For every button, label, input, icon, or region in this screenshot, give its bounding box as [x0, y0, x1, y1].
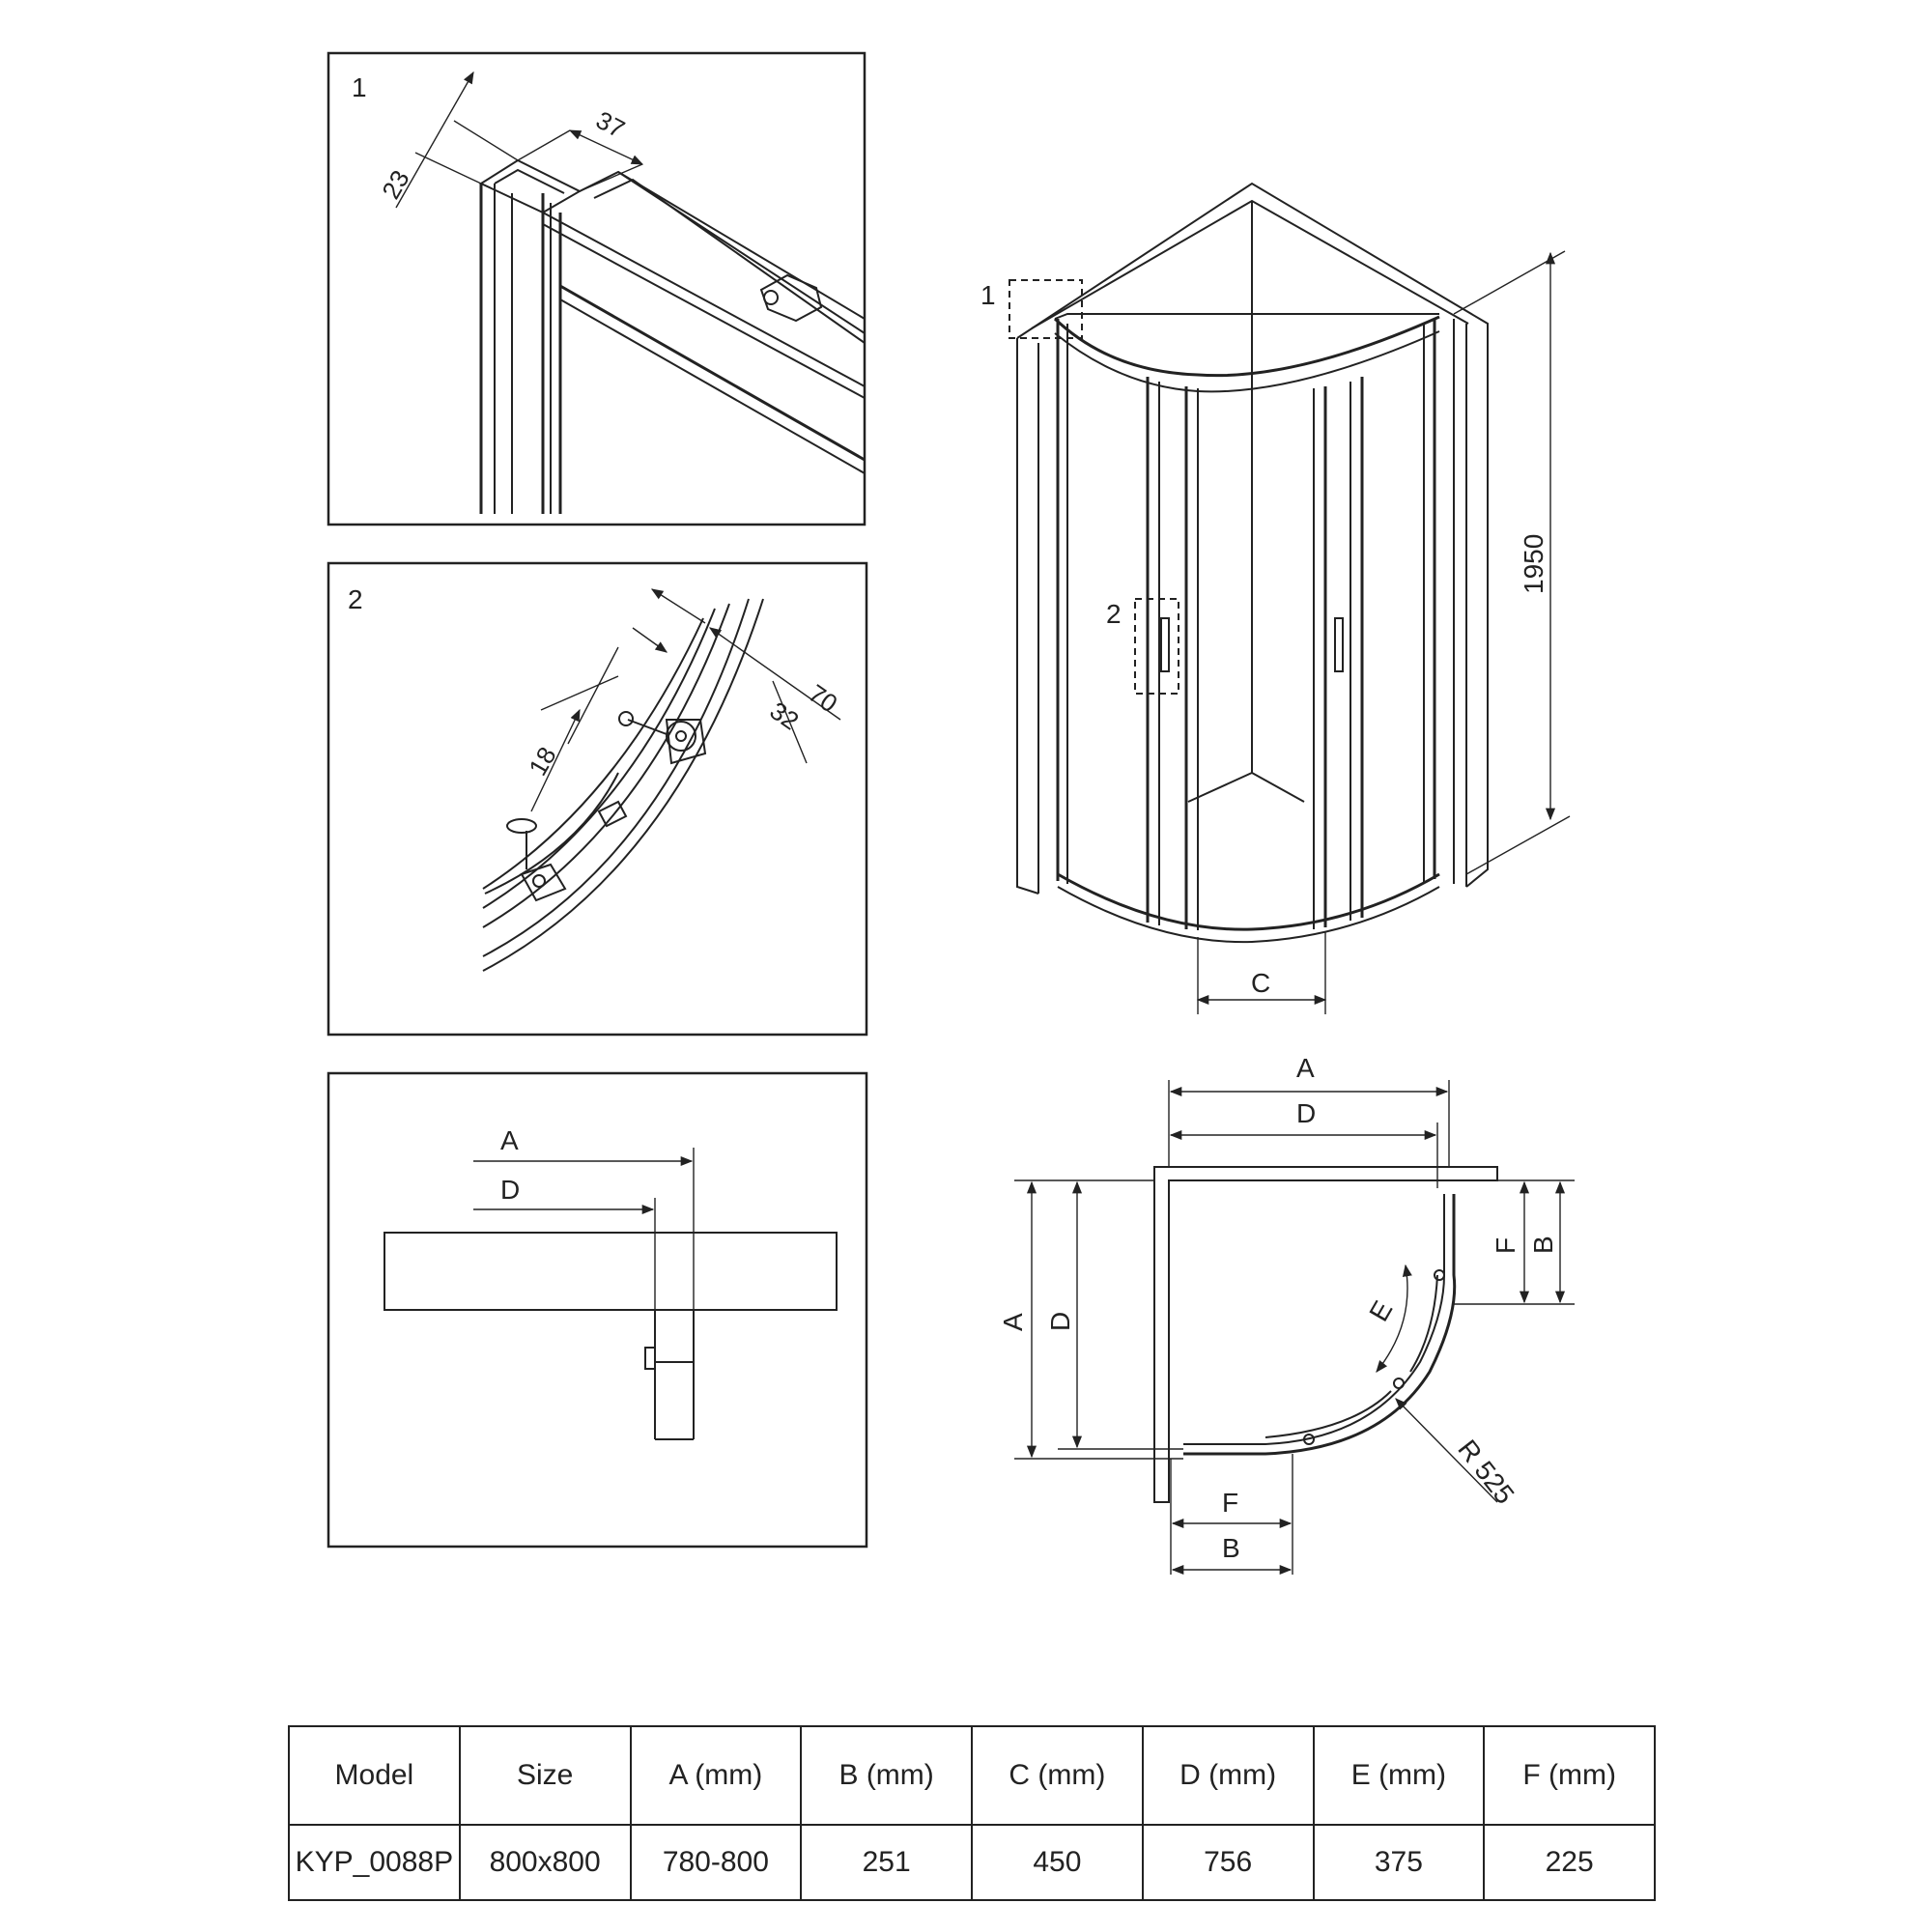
spec-table: Model Size A (mm) B (mm) C (mm) D (mm) E…	[288, 1725, 1656, 1901]
plan-label-f-right: F	[1491, 1237, 1520, 1254]
plan-label-a-left: A	[998, 1313, 1028, 1331]
roller-upper	[618, 711, 707, 765]
perspective-view: 1 2 1950 C	[980, 182, 1571, 1014]
cell-f: 225	[1483, 1824, 1656, 1901]
roller-lower	[506, 800, 628, 902]
header-model: Model	[288, 1725, 461, 1826]
header-d: D (mm)	[1141, 1725, 1315, 1826]
height-dimension: 1950	[1519, 534, 1548, 594]
label-c: C	[1251, 968, 1270, 998]
cell-b: 251	[800, 1824, 973, 1901]
callout-2: 2	[1106, 599, 1122, 629]
callout-1: 1	[980, 280, 996, 310]
header-a: A (mm)	[629, 1725, 803, 1826]
table-row: KYP_0088P 800x800 780-800 251 450 756 37…	[288, 1824, 1656, 1901]
header-c: C (mm)	[971, 1725, 1144, 1826]
plan-label-d-top: D	[1296, 1098, 1316, 1128]
cell-size: 800x800	[458, 1824, 632, 1901]
cell-e: 375	[1312, 1824, 1486, 1901]
header-e: E (mm)	[1312, 1725, 1486, 1826]
plan-label-d-left: D	[1045, 1312, 1075, 1331]
header-size: Size	[458, 1725, 632, 1826]
plan-label-b-bottom: B	[1222, 1533, 1240, 1563]
plan-label-f-bottom: F	[1222, 1488, 1238, 1518]
detail-2-number: 2	[348, 584, 363, 614]
plan-radius: R 525	[1452, 1435, 1520, 1510]
plan-label-a-top: A	[1296, 1053, 1315, 1083]
header-b: B (mm)	[800, 1725, 973, 1826]
cell-model: KYP_0088P	[288, 1824, 461, 1901]
cell-c: 450	[971, 1824, 1144, 1901]
detail-1-number: 1	[352, 72, 367, 102]
detail-3-panel: A D	[327, 1071, 868, 1548]
plan-label-e: E	[1363, 1295, 1398, 1326]
detail-3-label-a: A	[500, 1125, 519, 1155]
spec-table-header-row: Model Size A (mm) B (mm) C (mm) D (mm) E…	[288, 1725, 1656, 1826]
detail-3-label-d: D	[500, 1175, 520, 1205]
plan-view: A D A D F B E F B R 525	[998, 1053, 1575, 1576]
cell-d: 756	[1141, 1824, 1315, 1901]
plan-label-b-right: B	[1528, 1236, 1558, 1254]
cell-a: 780-800	[629, 1824, 803, 1901]
header-f: F (mm)	[1483, 1725, 1656, 1826]
detail-2-panel: 2 70 32 18	[327, 561, 868, 1037]
detail-1-panel: 1 23 37	[327, 51, 867, 526]
